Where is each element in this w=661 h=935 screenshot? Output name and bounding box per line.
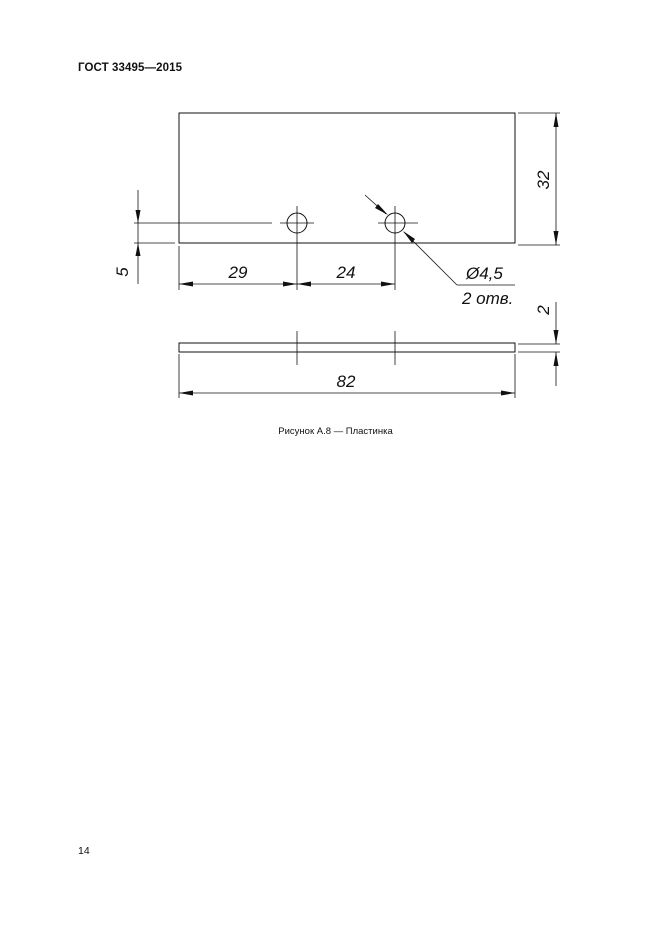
plate-top-view [178,112,516,244]
dimension-82: 82 [178,354,516,398]
hole-2 [378,206,418,290]
dimension-32: 32 [518,112,560,246]
svg-text:82: 82 [337,372,356,391]
svg-text:29: 29 [228,263,248,282]
dimension-29-24: 29 24 [178,246,395,290]
svg-text:24: 24 [336,263,356,282]
svg-text:32: 32 [534,170,553,189]
document-header: ГОСТ 33495—2015 [78,62,183,74]
dimension-5: 5 [113,190,272,284]
dimension-diameter: Ø4,5 2 отв. [364,194,515,308]
hole-1 [280,206,314,290]
svg-text:5: 5 [113,267,132,277]
svg-text:2: 2 [534,305,553,316]
figure-caption: Рисунок А.8 — Пластинка [0,426,661,437]
svg-text:2 отв.: 2 отв. [461,289,513,308]
plate-side-view [178,342,516,353]
page-number: 14 [78,845,90,857]
dimension-2: 2 [518,302,560,386]
svg-text:Ø4,5: Ø4,5 [465,264,503,283]
figure-caption-text: Рисунок А.8 — Пластинка [278,426,393,437]
